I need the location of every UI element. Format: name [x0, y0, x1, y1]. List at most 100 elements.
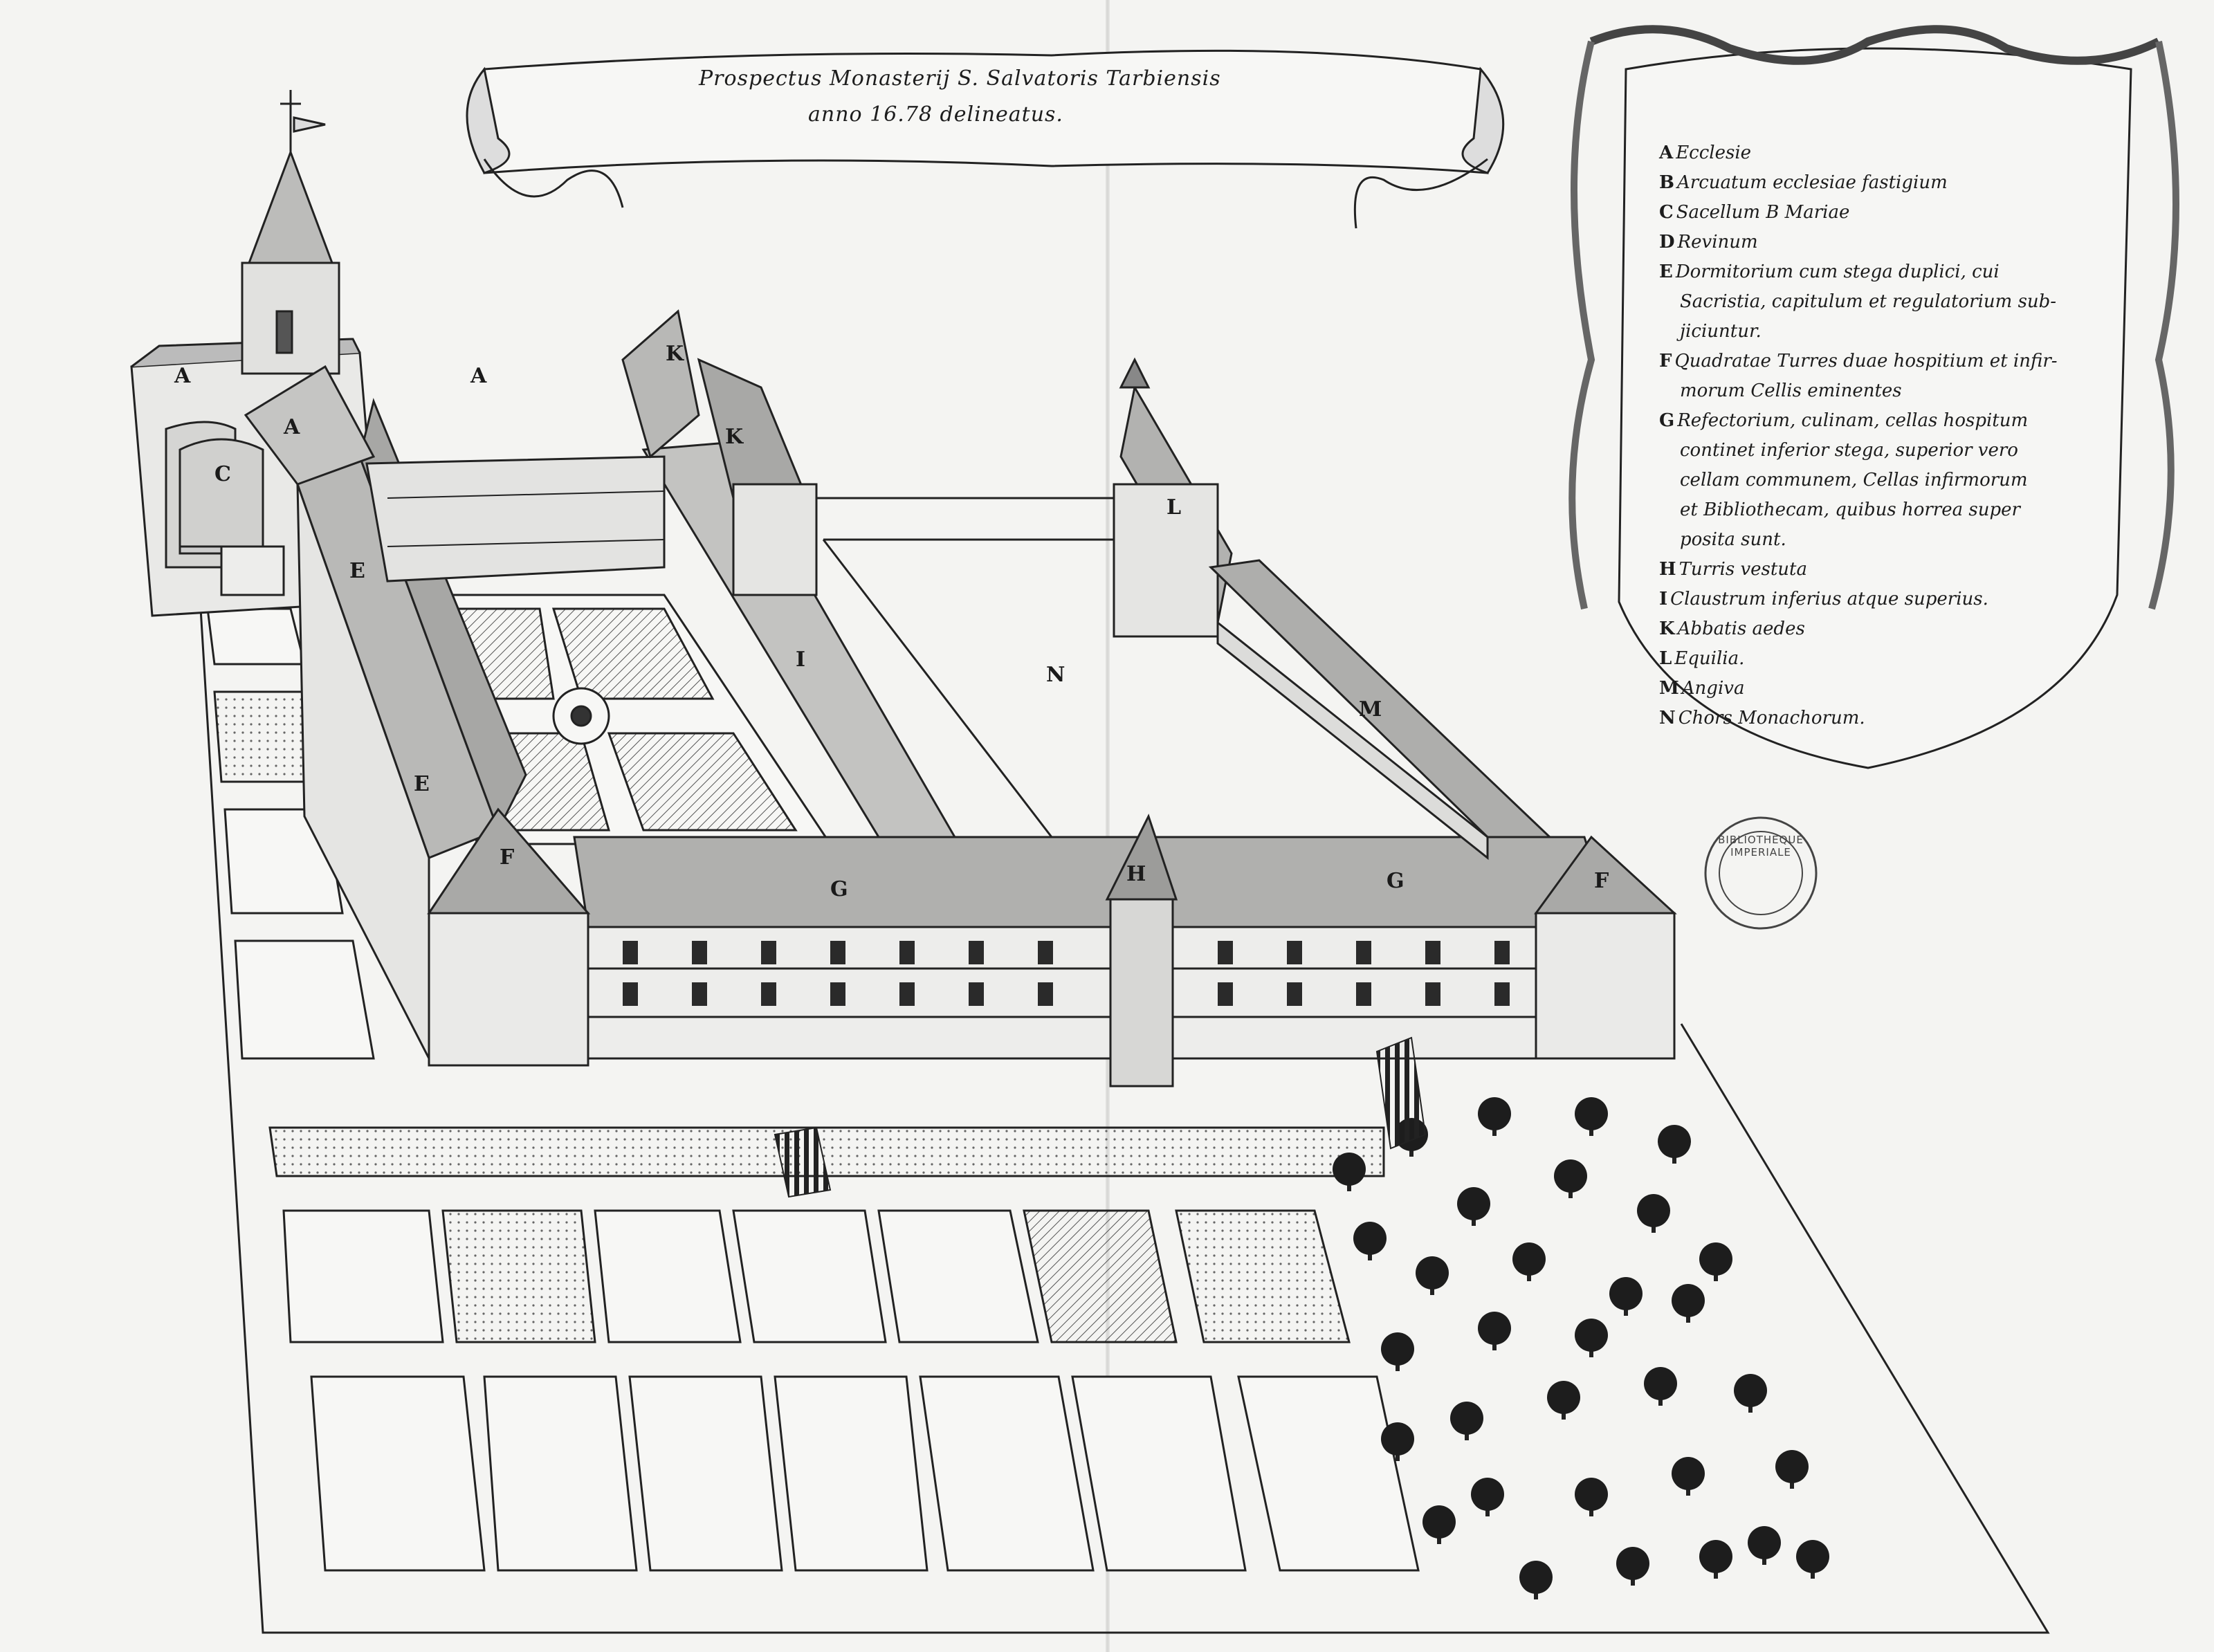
- orchard-tree: [1672, 1457, 1705, 1496]
- library-stamp: [1704, 816, 1818, 930]
- window: [1425, 941, 1440, 964]
- legend-key: I: [1659, 589, 1668, 609]
- letter-g-right: G: [1387, 869, 1405, 893]
- stables: [1113, 357, 1233, 638]
- title-ribbon: [466, 49, 1505, 229]
- title-line-1: Prospectus Monasterij S. Salvatoris Tarb…: [699, 66, 1221, 91]
- window: [830, 941, 845, 964]
- orchard-tree: [1609, 1277, 1643, 1316]
- long-gallery: [1208, 559, 1553, 861]
- legend-item: continet inferior stega, superior vero: [1659, 436, 2095, 466]
- legend-text: continet inferior stega, superior vero: [1680, 440, 2018, 461]
- orchard-tree: [1699, 1242, 1732, 1281]
- legend-item: cellam communem, Cellas infirmorum: [1659, 466, 2095, 495]
- legend-key: G: [1659, 410, 1675, 431]
- legend-key: K: [1659, 618, 1675, 639]
- letter-h: H: [1126, 862, 1146, 886]
- tower-h: [1105, 814, 1178, 1087]
- orchard-tree: [1381, 1422, 1414, 1461]
- legend-item: et Bibliothecam, quibus horrea super: [1659, 495, 2095, 525]
- letter-c: C: [214, 462, 231, 486]
- orchard-tree: [1748, 1526, 1781, 1565]
- orchard-tree: [1616, 1547, 1649, 1586]
- page-fold: [1106, 0, 1110, 1652]
- tower-f-right: [1534, 835, 1677, 1060]
- legend-text: Dormitorium cum stega duplici, cui: [1675, 261, 2000, 282]
- legend-item: posita sunt.: [1659, 525, 2095, 555]
- window: [899, 982, 915, 1006]
- orchard-tree: [1457, 1187, 1490, 1226]
- legend-text: cellam communem, Cellas infirmorum: [1680, 470, 2028, 490]
- legend-text: morum Cellis eminentes: [1680, 380, 1902, 401]
- window: [1494, 941, 1510, 964]
- orchard-tree: [1775, 1450, 1809, 1489]
- chapel-c: [179, 438, 285, 596]
- window: [899, 941, 915, 964]
- orchard-tree: [1471, 1478, 1504, 1516]
- legend-key: M: [1659, 678, 1679, 699]
- orchard-tree: [1734, 1374, 1767, 1413]
- letter-f-left: F: [500, 845, 515, 870]
- window: [1425, 982, 1440, 1006]
- letter-e-upper: E: [349, 559, 365, 583]
- window: [623, 941, 638, 964]
- orchard-tree: [1554, 1159, 1587, 1198]
- legend-key: L: [1659, 648, 1672, 669]
- abbot-house: [621, 309, 818, 596]
- orchard-tree: [1478, 1312, 1511, 1350]
- legend-text: Revinum: [1677, 232, 1758, 253]
- legend-key: H: [1659, 559, 1676, 580]
- orchard-tree: [1478, 1097, 1511, 1136]
- letter-n: N: [1046, 663, 1065, 687]
- legend-text: Equilia.: [1674, 648, 1745, 669]
- legend-text: et Bibliothecam, quibus horrea super: [1680, 499, 2020, 520]
- window: [761, 941, 776, 964]
- legend-text: Chors Monachorum.: [1678, 708, 1865, 728]
- window: [1218, 941, 1233, 964]
- legend-key: D: [1659, 232, 1675, 253]
- orchard-tree: [1381, 1332, 1414, 1371]
- letter-k-lower: K: [725, 425, 744, 449]
- legend-key: E: [1659, 261, 1673, 282]
- orchard-tree: [1672, 1284, 1705, 1323]
- window: [969, 982, 984, 1006]
- letter-l: L: [1167, 495, 1182, 520]
- window: [1038, 941, 1053, 964]
- legend-text: Abbatis aedes: [1677, 618, 1805, 639]
- legend-key: F: [1659, 351, 1672, 371]
- legend-key: A: [1659, 143, 1674, 163]
- legend-text: Angiva: [1681, 678, 1745, 699]
- orchard-tree: [1512, 1242, 1546, 1281]
- legend-key: C: [1659, 202, 1674, 223]
- orchard-tree: [1644, 1367, 1677, 1406]
- letter-k-upper: K: [666, 342, 684, 366]
- cloister-wing: [365, 441, 957, 838]
- legend-text: Refectorium, culinam, cellas hospitum: [1677, 410, 2029, 431]
- window: [623, 982, 638, 1006]
- legend-text: jiciuntur.: [1680, 321, 1762, 342]
- orchard-tree: [1575, 1478, 1608, 1516]
- orchard-tree: [1353, 1222, 1387, 1260]
- window: [1356, 941, 1371, 964]
- window: [761, 982, 776, 1006]
- letter-m: M: [1359, 697, 1382, 722]
- legend-text: Sacristia, capitulum et regulatorium sub…: [1680, 291, 2057, 312]
- letter-e-lower: E: [414, 772, 430, 796]
- legend-text: Sacellum B Mariae: [1676, 202, 1850, 223]
- window: [969, 941, 984, 964]
- orchard-tree: [1547, 1381, 1580, 1420]
- legend-text: Ecclesie: [1676, 143, 1752, 163]
- window: [692, 941, 707, 964]
- orchard-tree: [1575, 1097, 1608, 1136]
- window: [692, 982, 707, 1006]
